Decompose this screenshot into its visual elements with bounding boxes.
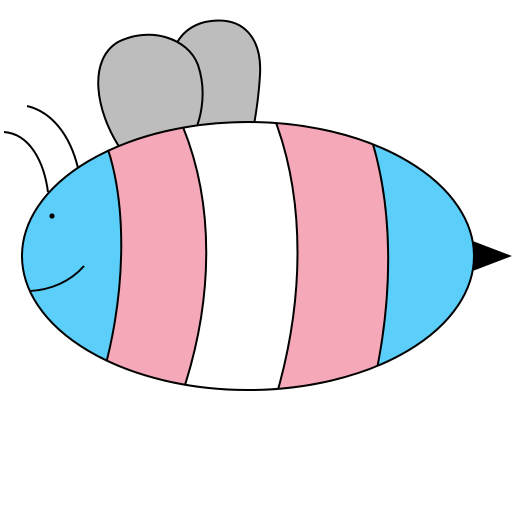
stripe-right-blue-front [365, 122, 474, 390]
body-outline [21, 121, 475, 391]
stinger [470, 240, 512, 272]
stripe-line-3 [274, 122, 299, 390]
antenna-front [3, 131, 49, 193]
eye [49, 213, 55, 219]
smile [29, 265, 85, 292]
antenna-back [26, 105, 79, 169]
stripe-line-2 [179, 122, 208, 390]
stripe-line-4 [364, 122, 390, 390]
front-wing [97, 33, 204, 150]
